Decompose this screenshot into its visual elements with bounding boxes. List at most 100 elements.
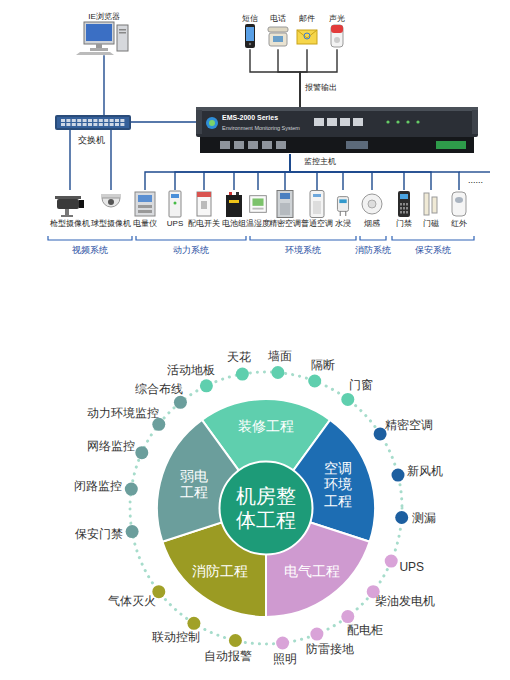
- device-node: 电量仪: [132, 190, 158, 228]
- host-chassis-part: [396, 120, 399, 123]
- switch-icon-part: [115, 119, 119, 122]
- magnet-icon-part: [424, 193, 429, 215]
- pc-icon-part: [84, 22, 114, 44]
- ups-icon-part: [169, 191, 181, 217]
- ring-dot: [310, 628, 323, 641]
- connector: [104, 55, 105, 115]
- device-node: 配电开关: [191, 190, 217, 228]
- switch-icon-part: [66, 119, 70, 122]
- thermo-icon-part: [250, 196, 267, 213]
- device-label: 枪型摄像机: [50, 219, 90, 228]
- ring-label: 柴油发电机: [375, 595, 435, 608]
- connector-line: [258, 154, 290, 190]
- alarm-icon-part: [334, 37, 340, 43]
- access-icon-part: [398, 191, 410, 217]
- center-shape-part: [220, 462, 313, 555]
- thermo-icon-part: [252, 208, 263, 210]
- battery-icon-part: [229, 200, 239, 203]
- ring-label: 照明: [273, 653, 297, 666]
- connector-line: [69, 130, 70, 190]
- connector: [258, 154, 290, 190]
- mail-icon-part: [297, 30, 317, 38]
- bus-extension: [459, 171, 490, 172]
- host-chassis-part: [196, 107, 478, 137]
- smoke-icon-part: [368, 200, 376, 208]
- access-icon-part: [403, 203, 405, 206]
- switch-icon-part: [88, 123, 92, 126]
- device-label: 普通空调: [301, 219, 333, 228]
- ring-label: 精密空调: [385, 418, 433, 431]
- connector: [175, 154, 290, 190]
- host-chassis-part: [234, 141, 244, 149]
- meter-icon: [132, 190, 158, 218]
- ring-dot: [229, 634, 242, 647]
- group-bracket: [48, 236, 132, 240]
- ring-dot: [135, 446, 148, 459]
- device-node: 门禁: [391, 190, 417, 228]
- pir-icon: [446, 190, 472, 218]
- ring-label: 墙面: [268, 349, 292, 362]
- connector: [300, 49, 307, 107]
- ac2-icon-part: [313, 201, 321, 214]
- host-chassis-part: [386, 120, 389, 123]
- switch-icon-part: [83, 119, 87, 122]
- switch-label: 交换机: [78, 134, 105, 147]
- host-subtitle: Environment Monitoring System: [222, 125, 300, 131]
- device-label: 邮件: [299, 14, 315, 23]
- device-node: 邮件: [294, 14, 320, 49]
- ring-label: 新风机: [407, 464, 443, 477]
- ring-label: 隔断: [311, 359, 335, 372]
- device-node: 普通空调: [304, 190, 330, 228]
- smoke-icon-part: [362, 194, 382, 214]
- connector: [70, 130, 71, 190]
- pir-icon-part: [455, 197, 463, 203]
- alarm-icon-part: [331, 25, 343, 33]
- device-node: IE浏览器: [74, 12, 134, 55]
- device-node: 声光: [325, 14, 349, 49]
- device-label: 电话: [270, 14, 286, 23]
- host-label: 监控主机: [304, 156, 336, 167]
- device-node: 短信: [238, 14, 262, 49]
- group-label: 环境系统: [285, 246, 321, 256]
- group-label: 保安系统: [415, 246, 451, 256]
- host-chassis-part: [262, 141, 272, 149]
- device-node: UPS: [162, 190, 188, 228]
- alarm-icon-part: [331, 25, 343, 47]
- tel-icon-part: [273, 36, 283, 42]
- device-node: 电话: [265, 14, 291, 49]
- battery-icon-part: [226, 195, 242, 217]
- center-shape: [218, 460, 314, 556]
- host-chassis-part: [206, 117, 218, 129]
- camera-icon: [53, 190, 87, 218]
- device-node: 红外: [446, 190, 472, 228]
- note-label: ......: [468, 176, 483, 186]
- battery-icon-part: [229, 192, 232, 195]
- device-node: 烟感: [359, 190, 385, 228]
- group-label: 视频系统: [72, 246, 108, 256]
- connector-line: [131, 121, 196, 122]
- sector-label: 装修工程: [238, 418, 294, 435]
- host-chassis-part: [220, 141, 230, 149]
- connector: [111, 130, 112, 190]
- pc-icon-part: [119, 29, 126, 31]
- group-bracket: [136, 236, 246, 240]
- ring-label: 自动报警: [204, 650, 252, 663]
- switch-icon-part: [93, 123, 97, 126]
- water-icon-part: [337, 197, 348, 212]
- meter-icon-part: [138, 210, 152, 213]
- pc-icon-part: [117, 25, 128, 51]
- mail-icon: [295, 23, 319, 49]
- mail-icon-part: [297, 30, 317, 44]
- sector-label: 弱电 工程: [179, 468, 209, 502]
- connector: [250, 49, 300, 107]
- ups-icon-part: [174, 202, 177, 205]
- host-chassis-part: [200, 137, 474, 153]
- monitor-host: EMS-2000 SeriesEnvironment Monitoring Sy…: [196, 107, 478, 154]
- pc-icon: [76, 21, 132, 55]
- center-label: 机房整 体工程: [234, 484, 298, 532]
- switch-box: 交换机: [55, 115, 131, 130]
- host-chassis-part: [406, 120, 409, 123]
- dome-icon: [98, 190, 124, 218]
